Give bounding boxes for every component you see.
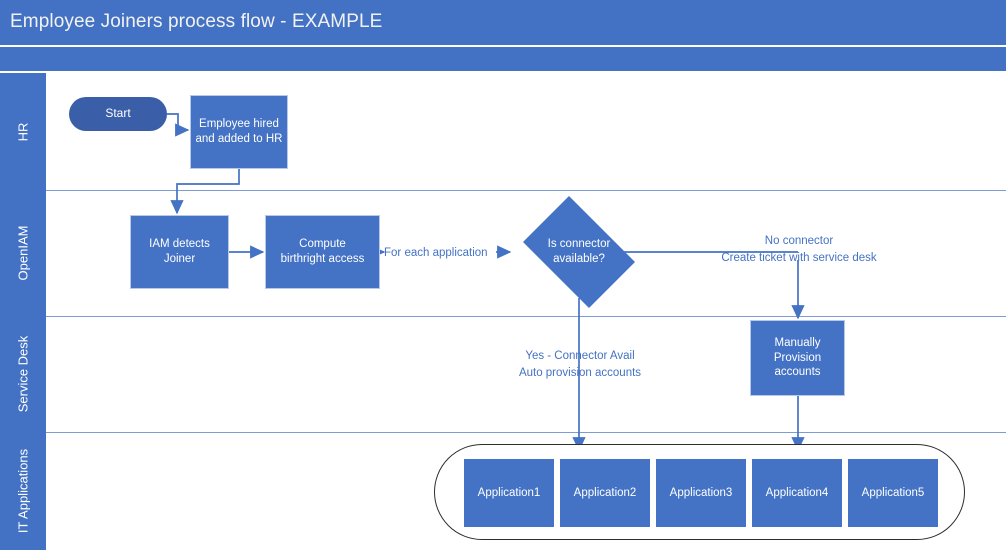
edge-label-no-connector: No connector Create ticket with service … [721,235,877,264]
node-manually-provision-accounts[interactable]: Manually Provision accounts [750,320,845,396]
edge-label-yes-connector: Yes - Connector Avail Auto provision acc… [518,350,642,379]
swimlane-header-hr: HR [0,73,46,190]
swimlane-body-service-desk [46,316,1006,432]
application-chip-2[interactable]: Application2 [560,459,650,527]
swimlane-hr: HR [0,73,1006,190]
decision-label: Is connector available? [547,238,611,265]
swimlane-header-openiam: OpenIAM [0,190,46,316]
application-chip-3[interactable]: Application3 [656,459,746,527]
node-decision-is-connector-available[interactable]: Is connector available? [513,196,645,308]
swimlane-label-service-desk: Service Desk [15,335,31,413]
header-secondary-band [0,47,1006,71]
application-chip-1[interactable]: Application1 [464,459,554,527]
page-title: Employee Joiners process flow - EXAMPLE [10,11,383,32]
swimlane-label-hr: HR [15,122,31,141]
swimlane-label-openiam: OpenIAM [15,225,31,281]
node-compute-birthright-access[interactable]: Compute birthright access [265,215,380,289]
swimlane-header-service-desk: Service Desk [0,316,46,432]
node-start[interactable]: Start [69,97,167,131]
node-employee-hired[interactable]: Employee hired and added to HR [190,95,288,169]
application-chip-5[interactable]: Application5 [848,459,938,527]
swimlane-service-desk: Service Desk [0,316,1006,432]
application-group-container: Application1 Application2 Application3 A… [434,444,965,540]
swimlane-label-it-applications: IT Applications [15,448,31,534]
title-band [0,0,1006,45]
node-iam-detects-joiner[interactable]: IAM detects Joiner [130,215,229,289]
edge-label-for-each-application: For each application [384,247,488,259]
application-chip-4[interactable]: Application4 [752,459,842,527]
swimlane-header-it-applications: IT Applications [0,432,46,550]
